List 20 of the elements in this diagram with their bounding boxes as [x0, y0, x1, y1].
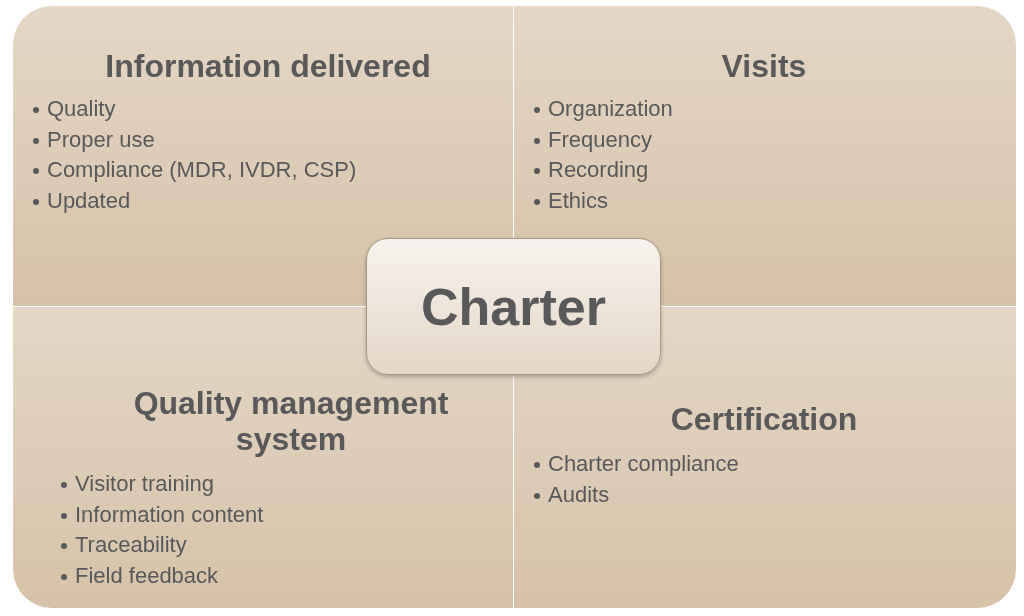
center-box: [366, 238, 661, 375]
bullet-item: Ethics: [532, 185, 608, 216]
bullet-item: Traceability: [59, 530, 187, 561]
bullet-item: Recording: [532, 155, 649, 186]
bullet-item: Organization: [532, 94, 673, 125]
bullet-item: Quality: [31, 94, 116, 125]
bullet-item: Proper use: [31, 124, 155, 155]
panel-heading: Information delivered: [104, 48, 432, 84]
bullet-item: Field feedback: [59, 560, 219, 591]
bullet-item: Charter compliance: [532, 449, 739, 480]
center-title: Charter: [421, 276, 606, 337]
bullet-item: Frequency: [532, 124, 652, 155]
bullet-item: Audits: [532, 479, 610, 510]
bullet-item: Information content: [59, 499, 264, 530]
bullet-item: Compliance (MDR, IVDR, CSP): [31, 155, 357, 186]
panel-heading: Visits: [720, 48, 808, 84]
panel-heading: Certification: [669, 401, 859, 437]
bullet-item: Visitor training: [59, 469, 214, 500]
bullet-item: Updated: [31, 185, 131, 216]
panel-heading: Quality management system: [132, 385, 450, 457]
